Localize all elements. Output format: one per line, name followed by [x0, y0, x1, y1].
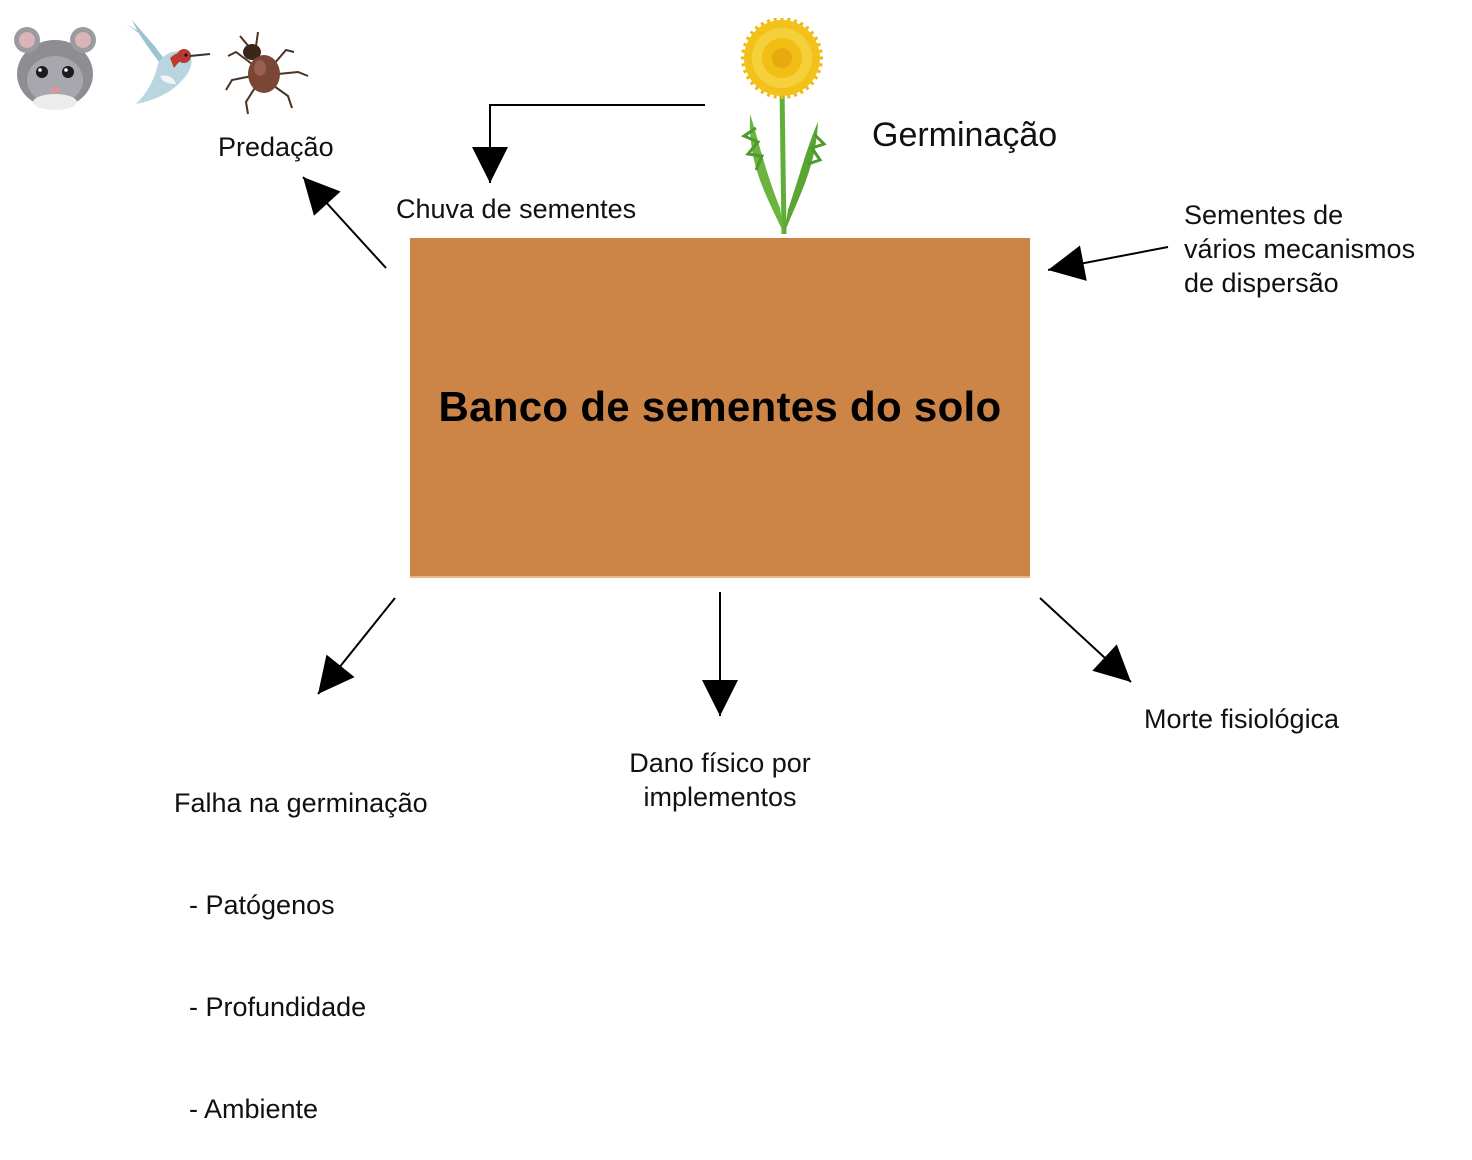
dispersal-line: vários mecanismos: [1184, 234, 1416, 264]
dandelion-icon: [740, 18, 827, 235]
germination-label: Germinação: [872, 116, 1058, 154]
germination-failure-line: - Patógenos: [174, 890, 335, 920]
dispersal-line: Sementes de: [1184, 200, 1344, 230]
germination-failure-line: - Profundidade: [174, 992, 367, 1022]
beetle-icon: [225, 31, 309, 115]
physical-damage-line: implementos: [643, 782, 797, 812]
physiological-death-label: Morte fisiológica: [1144, 704, 1340, 734]
box-title: Banco de sementes do solo: [438, 383, 1002, 430]
dispersal-line: de dispersão: [1184, 268, 1339, 298]
predation-label: Predação: [218, 132, 334, 162]
arrow-dispersal: [1047, 245, 1169, 281]
arrow-predation: [302, 176, 387, 269]
arrow-physiological-death: [1039, 597, 1132, 683]
germination-failure-line: Falha na germinação: [174, 788, 428, 818]
arrow-germination-failure: [317, 597, 396, 695]
arrow-seed-rain: [472, 104, 705, 183]
arrows-layer: [302, 104, 1169, 716]
dispersal-label: Sementes de vários mecanismos de dispers…: [1184, 198, 1415, 300]
physical-damage-label: Dano físico por implementos: [616, 746, 824, 814]
hummingbird-icon: [126, 20, 211, 104]
germination-failure-line: - Ambiente: [174, 1094, 319, 1124]
germination-failure-label: Falha na germinação - Patógenos - Profun…: [174, 718, 428, 1160]
physical-damage-line: Dano físico por: [629, 748, 811, 778]
mouse-icon: [14, 27, 96, 110]
seed-rain-label: Chuva de sementes: [396, 194, 637, 224]
soil-seed-bank-box: Banco de sementes do solo: [410, 238, 1030, 578]
